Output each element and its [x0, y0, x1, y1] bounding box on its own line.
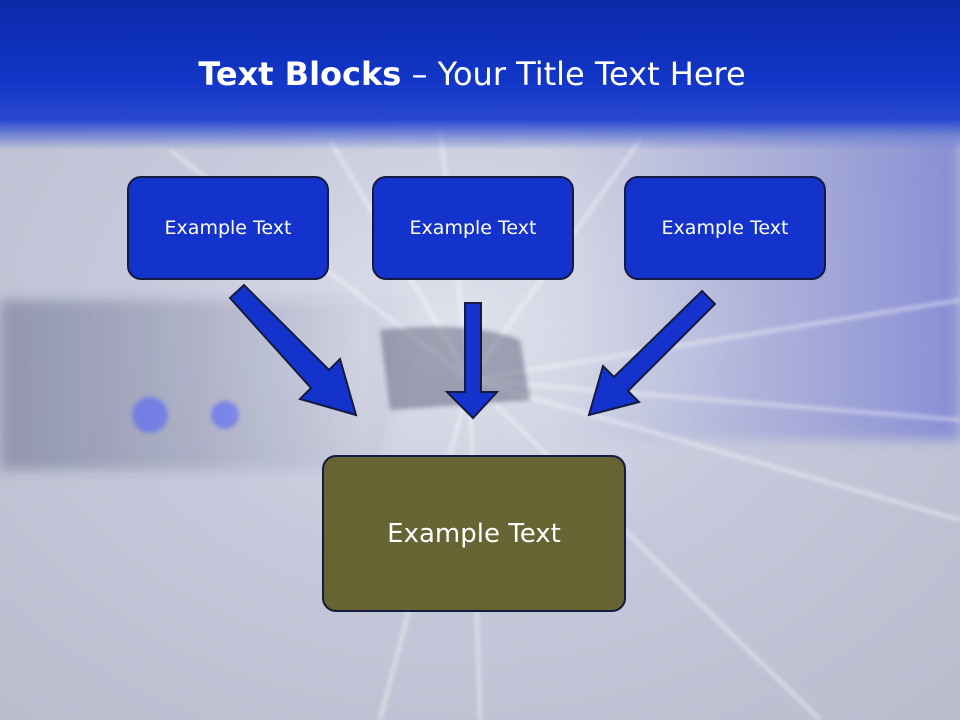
arrow-center — [444, 302, 500, 420]
text-box-bottom[interactable]: Example Text — [322, 455, 626, 612]
text-box-center-label: Example Text — [409, 217, 537, 239]
arrow-left — [228, 283, 358, 417]
title-bold: Text Blocks — [198, 55, 402, 93]
title-rest: Your Title Text Here — [437, 55, 746, 93]
arrow-right — [587, 289, 717, 417]
title-separator: – — [411, 55, 428, 93]
text-box-center[interactable]: Example Text — [372, 176, 574, 280]
slide-title: Text Blocks – Your Title Text Here — [0, 52, 944, 96]
header-band — [0, 0, 960, 150]
text-box-bottom-label: Example Text — [387, 518, 561, 549]
text-box-right[interactable]: Example Text — [624, 176, 826, 280]
text-box-left[interactable]: Example Text — [127, 176, 329, 280]
text-box-left-label: Example Text — [164, 217, 292, 239]
text-box-right-label: Example Text — [661, 217, 789, 239]
